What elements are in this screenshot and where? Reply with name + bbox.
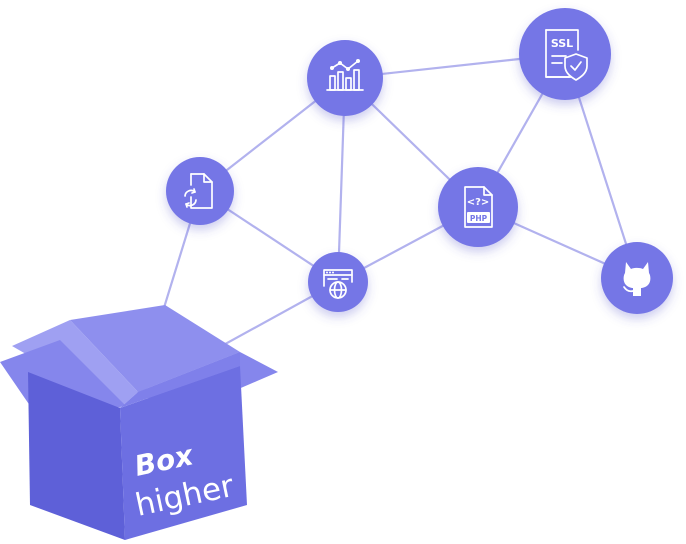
node-file-sync — [166, 157, 234, 225]
node-analytics — [307, 40, 383, 116]
file-sync-icon — [184, 173, 213, 209]
php-file-icon: <?> PHP — [464, 186, 493, 228]
box-back-flap — [70, 305, 240, 392]
node-web — [308, 252, 368, 312]
ssl-certificate-icon: SSL — [545, 29, 588, 81]
node-php: <?> PHP — [438, 167, 518, 247]
box-front-top-edge — [120, 352, 240, 408]
node-ssl: SSL — [519, 8, 611, 100]
ssl-label: SSL — [551, 37, 573, 50]
php-label: PHP — [470, 214, 488, 223]
github-icon — [623, 262, 651, 296]
box-left-side — [28, 372, 125, 540]
box-front-face — [120, 366, 247, 540]
node-github — [601, 242, 673, 314]
box-higher-illustration: Box higher — [0, 305, 278, 540]
php-code-glyph: <?> — [467, 197, 490, 208]
web-globe-icon — [323, 269, 353, 299]
bar-chart-icon — [326, 59, 364, 91]
